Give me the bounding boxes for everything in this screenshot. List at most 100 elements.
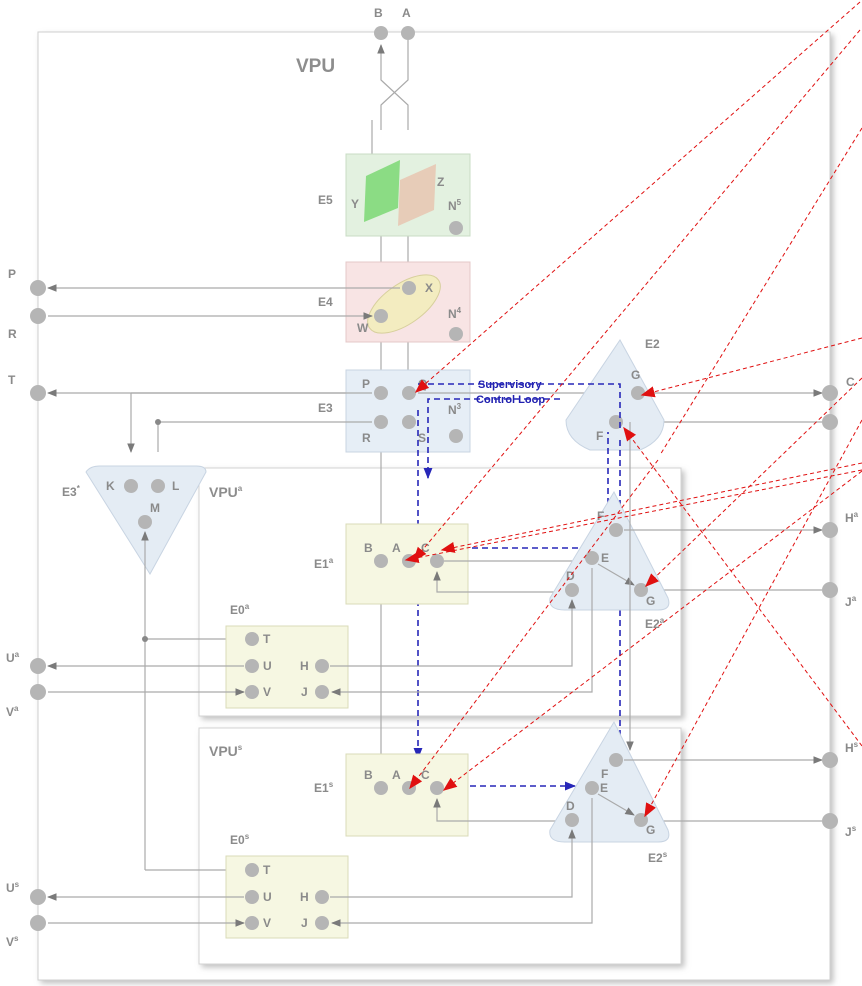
e5-y-label: Y xyxy=(351,197,359,211)
e0s-v-label: V xyxy=(263,916,271,930)
e2-label: E2 xyxy=(645,337,660,351)
e3-p-node xyxy=(374,386,388,400)
e2-triangle xyxy=(565,339,665,451)
e2s-triangle xyxy=(549,720,670,843)
e4-x-node xyxy=(402,281,416,295)
right-port-js-label: Js xyxy=(845,824,857,839)
left-port-vs xyxy=(30,915,46,931)
red-arrow-7 xyxy=(442,470,862,791)
loop-outer xyxy=(418,383,621,430)
e3-s-label: S xyxy=(418,431,426,445)
e0a-j-label: J xyxy=(301,685,308,699)
e0s-t-label: T xyxy=(263,863,271,877)
e3-r-node xyxy=(374,415,388,429)
wire-e0a-h xyxy=(330,599,576,667)
e0s-h-label: H xyxy=(300,890,309,904)
e0a-h-node xyxy=(315,659,329,673)
red-arrows xyxy=(404,1,862,818)
port-b-top xyxy=(374,26,388,40)
e1s-a-label: A xyxy=(392,768,401,782)
loop-top-in xyxy=(423,398,560,480)
red-arrow-8 xyxy=(644,377,862,587)
right-port-c-label: C xyxy=(846,375,855,389)
e1s-c-label: C xyxy=(421,768,430,782)
left-port-va xyxy=(30,684,46,700)
vpua-title: VPUa xyxy=(209,484,243,500)
e0a-t-label: T xyxy=(263,632,271,646)
wire-e2a-e-g xyxy=(597,563,635,586)
e3-s-node xyxy=(402,415,416,429)
e2s-e-label: E xyxy=(600,781,608,795)
e5-label: E5 xyxy=(318,193,333,207)
right-port-ja xyxy=(822,582,838,598)
e3star-l-label: L xyxy=(172,479,179,493)
e0a-v-node xyxy=(245,685,259,699)
left-port-us-label: Us xyxy=(6,880,20,895)
wire-e0s-h xyxy=(330,829,576,898)
wire-e2a-g-to-e1a xyxy=(437,572,822,593)
e0s-j-node xyxy=(315,916,329,930)
right-port-hs xyxy=(822,752,838,768)
right-port-ha-label: Ha xyxy=(845,510,859,525)
e0a-u-label: U xyxy=(263,659,272,673)
right-port-c-top xyxy=(822,385,838,401)
e3star-k-label: K xyxy=(106,479,115,493)
e1a-label: E1a xyxy=(314,556,334,571)
e1a-c-label: C xyxy=(421,541,430,555)
e2-f-node xyxy=(609,415,623,429)
e5-n-node xyxy=(449,221,463,235)
port-a-top-label: A xyxy=(402,6,411,20)
e2a-e-label: E xyxy=(601,551,609,565)
right-port-c-bottom xyxy=(822,414,838,430)
e0a-j-node xyxy=(315,685,329,699)
e4-n-label: N4 xyxy=(448,306,462,321)
wire-e2s-e-g xyxy=(597,793,635,816)
e4-box xyxy=(345,261,471,343)
right-port-hs-label: Hs xyxy=(845,740,859,755)
e2s-f-node xyxy=(609,753,623,767)
left-port-ua xyxy=(30,658,46,674)
e3-p-label: P xyxy=(362,377,370,391)
e1a-a-label: A xyxy=(392,541,401,555)
e1a-b-node xyxy=(374,554,388,568)
loop-line1: Supervisory xyxy=(478,379,542,391)
e1a-b-label: B xyxy=(364,541,373,555)
e5-y-shape xyxy=(364,160,400,222)
left-port-va-label: Va xyxy=(6,704,19,719)
e2a-f-node xyxy=(609,523,623,537)
e3-n-label: N3 xyxy=(448,402,462,417)
junction-m xyxy=(142,636,148,642)
e0s-v-node xyxy=(245,916,259,930)
e0s-box xyxy=(225,855,349,939)
red-arrow-9 xyxy=(644,419,862,818)
e1s-a-node xyxy=(402,781,416,795)
e1a-c-node xyxy=(430,554,444,568)
e1a-a-node xyxy=(402,554,416,568)
junction-l xyxy=(155,419,161,425)
e2a-triangle xyxy=(549,490,670,611)
e2a-g-node xyxy=(634,583,648,597)
e3-n-node xyxy=(449,429,463,443)
e2a-g-label: G xyxy=(646,594,655,608)
e2s-f-label: F xyxy=(601,767,608,781)
e3star-k-node xyxy=(124,479,138,493)
e4-x-label: X xyxy=(425,281,433,295)
right-port-ja-label: Ja xyxy=(845,594,857,609)
red-arrow-2 xyxy=(413,29,861,562)
e3star-label: E3* xyxy=(62,484,81,499)
loop-line2: Control Loop xyxy=(476,394,545,406)
e0a-h-label: H xyxy=(300,659,309,673)
e3star-m-node xyxy=(138,515,152,529)
e2s-label: E2s xyxy=(648,850,668,865)
e2-g-node xyxy=(631,386,645,400)
e3star-l-node xyxy=(151,479,165,493)
left-port-r-label: R xyxy=(8,327,17,341)
red-arrow-4 xyxy=(659,127,862,456)
e5-z-label: Z xyxy=(437,175,444,189)
e4-w-label: W xyxy=(357,321,369,335)
e3star-m-label: M xyxy=(150,501,160,515)
e5-z-shape xyxy=(398,164,436,226)
e1s-b-label: B xyxy=(364,768,373,782)
e3-r-label: R xyxy=(362,431,371,445)
red-arrow-11 xyxy=(404,469,862,564)
